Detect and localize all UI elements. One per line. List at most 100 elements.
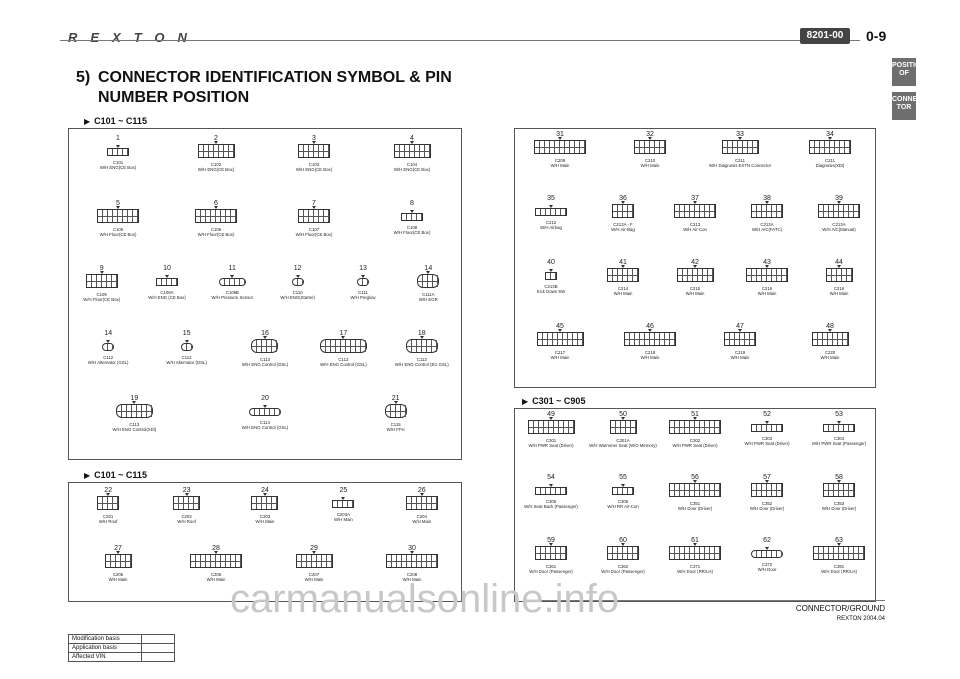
connector-face-icon <box>97 206 139 223</box>
connector-face-icon <box>218 275 246 286</box>
connector-code: C112 <box>103 355 114 360</box>
connector-code: C213 <box>689 222 701 227</box>
connector-index: 19 <box>130 395 139 402</box>
connector-code: C112 <box>181 355 192 360</box>
panel-b-label: C101 ~ C115 <box>84 470 147 480</box>
connector-code: C208 <box>406 572 418 577</box>
mod-row-label: Modification basis <box>68 634 142 644</box>
connector-harness-name: W/H Alternator (DSL) <box>166 360 207 365</box>
connector-face-icon <box>607 265 639 282</box>
connector-harness-name: W/H ENG(CE Box) <box>99 165 137 170</box>
connector-harness-name: W/H ENG Control (EU GSL) <box>394 362 449 367</box>
connector-face-icon <box>545 269 557 280</box>
connector-index: 63 <box>835 537 843 544</box>
connector-index: 28 <box>212 545 220 552</box>
section-number: 5) <box>76 69 91 86</box>
connector-harness-name: W/H Roof <box>177 519 196 524</box>
connector-face-icon <box>298 206 330 223</box>
connector-harness-name: W/H Main <box>402 577 422 582</box>
connector-face-icon <box>295 551 333 568</box>
panel-d-label: C301 ~ C905 <box>522 396 585 406</box>
connector-face-icon <box>417 271 440 288</box>
connector-face-icon <box>825 265 853 282</box>
connector-code: C303 <box>761 436 773 441</box>
connector-index: 57 <box>763 474 771 481</box>
connector-index: 1 <box>116 135 120 142</box>
connector-harness-name: W/H Main <box>685 291 705 296</box>
connector-face-icon <box>401 210 423 221</box>
connector-code: C304 <box>833 436 845 441</box>
connector-index: 30 <box>408 545 416 552</box>
connector-harness-name: W/H ENG(CE Box) <box>393 167 431 172</box>
connector-code: C109B <box>225 290 239 295</box>
connector-harness-name: W/H Seat Back (Passenger) <box>524 504 578 509</box>
connector-harness-name: W/H Air-Bag <box>611 227 635 232</box>
connector-harness-name: Diagnosis(XDi) <box>815 163 845 168</box>
connector-harness-name: W/H ENG Control (GSL) <box>241 425 289 430</box>
connector-code: C301 <box>545 438 557 443</box>
connector-code: C113 <box>260 357 270 362</box>
connector-index: 38 <box>763 195 771 202</box>
connector-harness-name: W/H ENG Control(XDi) <box>112 427 157 432</box>
connector-face-icon <box>609 417 637 434</box>
connector-index: 8 <box>410 200 414 207</box>
connector-harness-name: W/H RR Air-Con <box>607 504 639 509</box>
connector-face-icon <box>634 137 666 154</box>
brand-logo: REXTON <box>68 30 200 45</box>
connector-harness-name: Kick Down SW <box>536 289 566 294</box>
connector-index: 32 <box>646 131 654 138</box>
connector-face-icon <box>291 275 304 286</box>
connector-harness-name: W/H ENG Control (DSL) <box>241 362 289 367</box>
connector-face-icon <box>173 493 201 510</box>
connector-index: 25 <box>339 487 348 494</box>
connector-harness-name: W/H Floor(CE Box) <box>99 232 137 237</box>
connector-index: 29 <box>310 545 318 552</box>
connector-harness-name: W/H Door (Passenger) <box>529 569 573 574</box>
connector-face-icon <box>197 141 235 158</box>
connector-code: C216 <box>761 286 773 291</box>
header-rule <box>60 40 860 41</box>
side-tab-connector[interactable]: CONNEC TOR <box>892 92 922 120</box>
connector-index: 59 <box>547 537 555 544</box>
footer-section: CONNECTOR/GROUND <box>795 604 885 613</box>
connector-harness-name: W/H PWR Seat (Passenger) <box>811 441 867 446</box>
connector-harness-name: W/H Roof <box>98 519 118 524</box>
connector-index: 12 <box>293 265 302 272</box>
connector-index: 33 <box>736 131 744 138</box>
connector-face-icon <box>823 480 855 497</box>
connector-harness-name: W/H Main <box>613 291 633 296</box>
connector-index: 4 <box>410 135 414 142</box>
connector-code: C105 <box>112 227 124 232</box>
connector-index: 58 <box>835 474 843 481</box>
side-tab-position[interactable]: POSITION OF <box>892 58 925 86</box>
connector-code: C114 <box>260 420 270 425</box>
connector-harness-name: W/H Main <box>304 577 324 582</box>
connector-face-icon <box>724 329 756 346</box>
connector-index: 31 <box>556 131 564 138</box>
connector-face-icon <box>251 493 279 510</box>
connector-harness-name: W/H ENG (CE Box) <box>148 295 186 300</box>
page-number: 0-9 <box>866 28 887 44</box>
connector-index: 23 <box>182 487 191 494</box>
connector-code: C213A <box>832 222 846 227</box>
connector-harness-name: W/H EGR <box>418 297 438 302</box>
